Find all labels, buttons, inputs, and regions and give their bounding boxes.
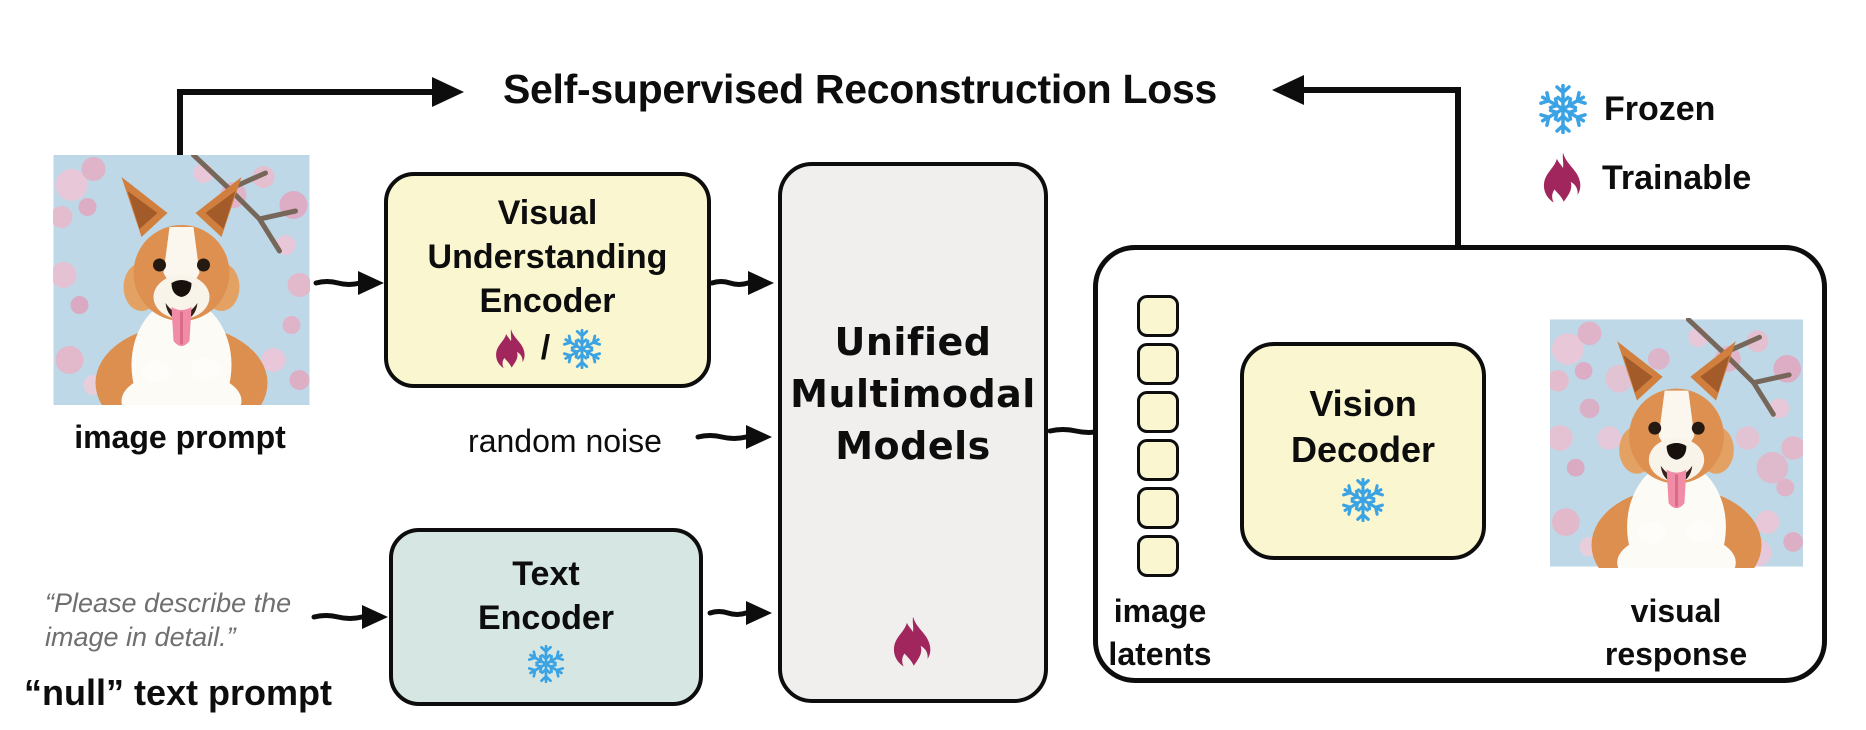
text-encoder-status	[527, 645, 565, 683]
vision-decoder-status	[1341, 478, 1385, 522]
flame-icon	[1540, 150, 1586, 206]
quote-line2: image in detail.”	[45, 622, 236, 652]
text-prompt-quote: “Please describe the image in detail.”	[45, 586, 365, 654]
text-encoder-box: Text Encoder	[389, 528, 703, 706]
flame-icon	[890, 615, 936, 669]
text-encoder-line1: Text	[512, 554, 580, 593]
snowflake-icon	[1341, 478, 1385, 522]
arrow-text-encoder-to-umm	[707, 601, 772, 625]
visual-response-photo	[1550, 318, 1803, 568]
latent-square	[1137, 439, 1179, 481]
vue-line2: Understanding	[427, 237, 668, 276]
latent-square	[1137, 295, 1179, 337]
vue-line1: Visual	[497, 193, 598, 232]
loss-arrow-from-decoder-panel	[1272, 75, 1461, 247]
image-prompt-photo	[53, 155, 310, 405]
latent-square	[1137, 535, 1179, 577]
visual-response-line2: response	[1604, 636, 1748, 672]
vision-decoder-line1: Vision	[1309, 382, 1417, 424]
image-latents-label: image latents	[1080, 590, 1240, 676]
snowflake-icon	[1538, 84, 1588, 134]
vue-status-icons: /	[493, 328, 602, 370]
flame-icon	[493, 328, 529, 370]
legend-trainable: Trainable	[1540, 150, 1751, 206]
legend-trainable-label: Trainable	[1602, 158, 1752, 197]
arrow-image-to-vue	[313, 271, 384, 295]
vision-decoder-line2: Decoder	[1290, 428, 1436, 470]
loss-arrow-from-image-prompt	[177, 77, 464, 157]
arrow-noise-to-umm	[695, 425, 772, 449]
image-latents-line1: image	[1113, 593, 1207, 629]
quote-line1: “Please describe the	[45, 588, 292, 618]
null-text-prompt-label: “null” text prompt	[24, 672, 332, 713]
latent-square	[1137, 391, 1179, 433]
vision-decoder-box: Vision Decoder	[1240, 342, 1486, 560]
image-prompt-label: image prompt	[74, 419, 286, 455]
snowflake-icon	[527, 645, 565, 683]
latent-square	[1137, 487, 1179, 529]
latent-square	[1137, 343, 1179, 385]
vue-line3: Encoder	[479, 281, 616, 320]
page-title: Self-supervised Reconstruction Loss	[502, 66, 1217, 112]
slash-separator: /	[540, 329, 551, 367]
text-encoder-line2: Encoder	[477, 598, 615, 637]
legend-frozen: Frozen	[1538, 84, 1715, 134]
visual-response-line1: visual	[1630, 593, 1722, 629]
legend-frozen-label: Frozen	[1604, 89, 1716, 128]
umm-line2: Multimodal	[790, 372, 1036, 416]
image-latents-column	[1137, 295, 1179, 577]
arrow-vue-to-umm	[709, 271, 774, 295]
unified-multimodal-models-box: Unified Multimodal Models	[778, 162, 1048, 703]
umm-line3: Models	[835, 424, 991, 468]
visual-response-label: visual response	[1566, 590, 1786, 676]
visual-understanding-encoder-box: Visual Understanding Encoder /	[384, 172, 711, 388]
random-noise-label: random noise	[468, 423, 662, 459]
umm-line1: Unified	[834, 320, 992, 364]
snowflake-icon	[562, 329, 602, 369]
image-latents-line2: latents	[1108, 636, 1212, 672]
